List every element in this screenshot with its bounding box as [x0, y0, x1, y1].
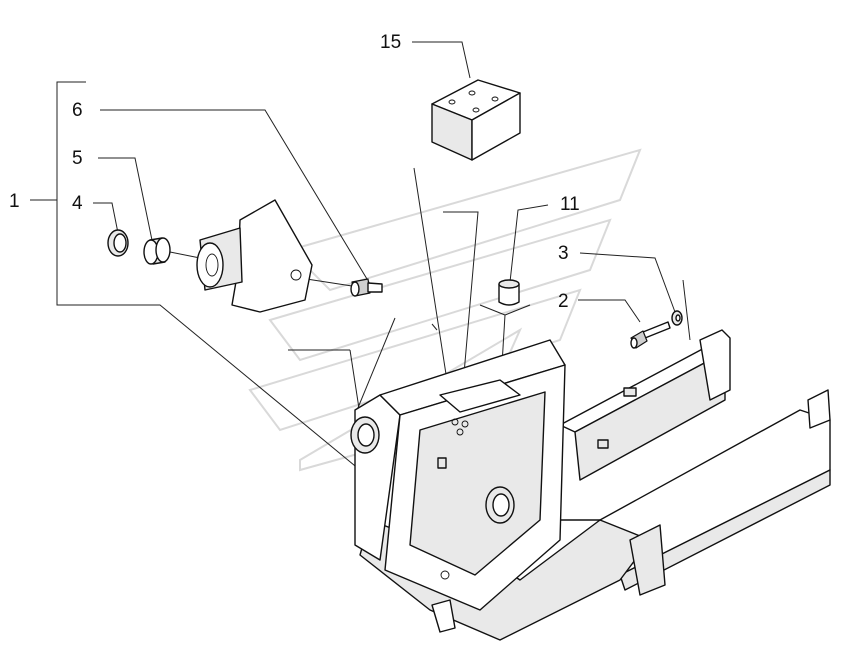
- part-15-block: [431, 79, 521, 161]
- callout-1: 1: [9, 191, 20, 212]
- callout-5: 5: [72, 148, 83, 169]
- part-4-ring: [107, 229, 129, 257]
- part-5-bushing: [143, 237, 171, 265]
- main-frame: [350, 329, 831, 641]
- leader-lines: [30, 41, 691, 471]
- callout-15: 15: [380, 32, 401, 53]
- detail-bracket: [196, 199, 313, 313]
- callout-labels: 1 2 3 4 5 6 11 15: [9, 32, 580, 312]
- part-11-sleeve: [498, 279, 520, 306]
- part-6-bolt: [350, 278, 383, 297]
- callout-11: 11: [560, 194, 580, 215]
- part-3-washer: [671, 310, 683, 326]
- callout-2: 2: [558, 291, 569, 312]
- part-2-bolt: [630, 321, 671, 349]
- callout-4: 4: [72, 193, 83, 214]
- callout-6: 6: [72, 100, 83, 121]
- callout-3: 3: [558, 243, 569, 264]
